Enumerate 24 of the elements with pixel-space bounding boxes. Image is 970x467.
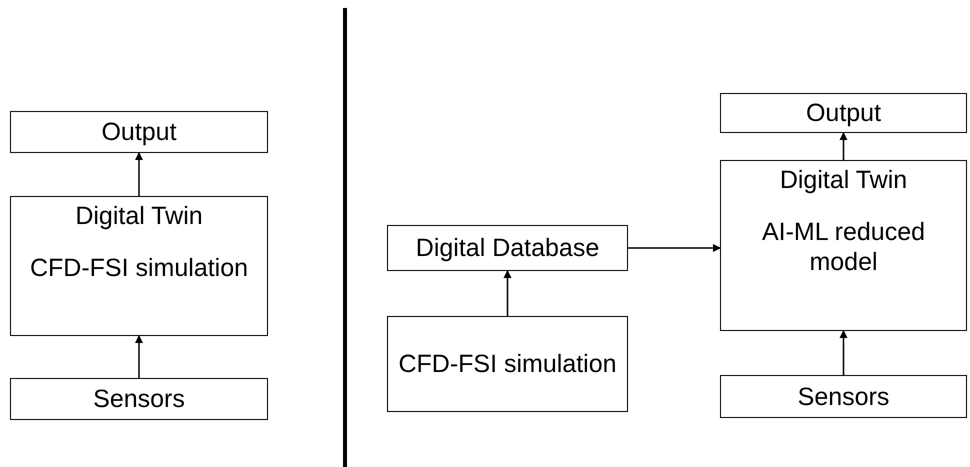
box-label: Sensors xyxy=(798,382,890,412)
box-label: Digital Database xyxy=(416,233,600,263)
process-box xyxy=(387,316,628,412)
box-label: Sensors xyxy=(93,384,185,414)
box-label: Digital Twin xyxy=(75,201,203,231)
arrow xyxy=(840,132,848,160)
arrow xyxy=(628,244,721,252)
process-box xyxy=(10,378,268,420)
arrow xyxy=(135,335,143,378)
process-box xyxy=(720,93,967,133)
process-box xyxy=(720,375,967,418)
process-box xyxy=(720,160,967,331)
box-label: AI-ML reduced model xyxy=(760,217,926,277)
arrow xyxy=(504,270,512,316)
process-box xyxy=(387,225,628,271)
process-box xyxy=(10,111,268,153)
box-label: Digital Twin xyxy=(780,165,908,195)
box-label: Output xyxy=(806,98,882,128)
arrow xyxy=(135,152,143,196)
box-label: CFD-FSI simulation xyxy=(30,253,248,283)
process-box xyxy=(10,196,268,336)
box-label: Output xyxy=(101,117,177,147)
arrow xyxy=(840,330,848,375)
box-label: CFD-FSI simulation xyxy=(398,349,617,379)
